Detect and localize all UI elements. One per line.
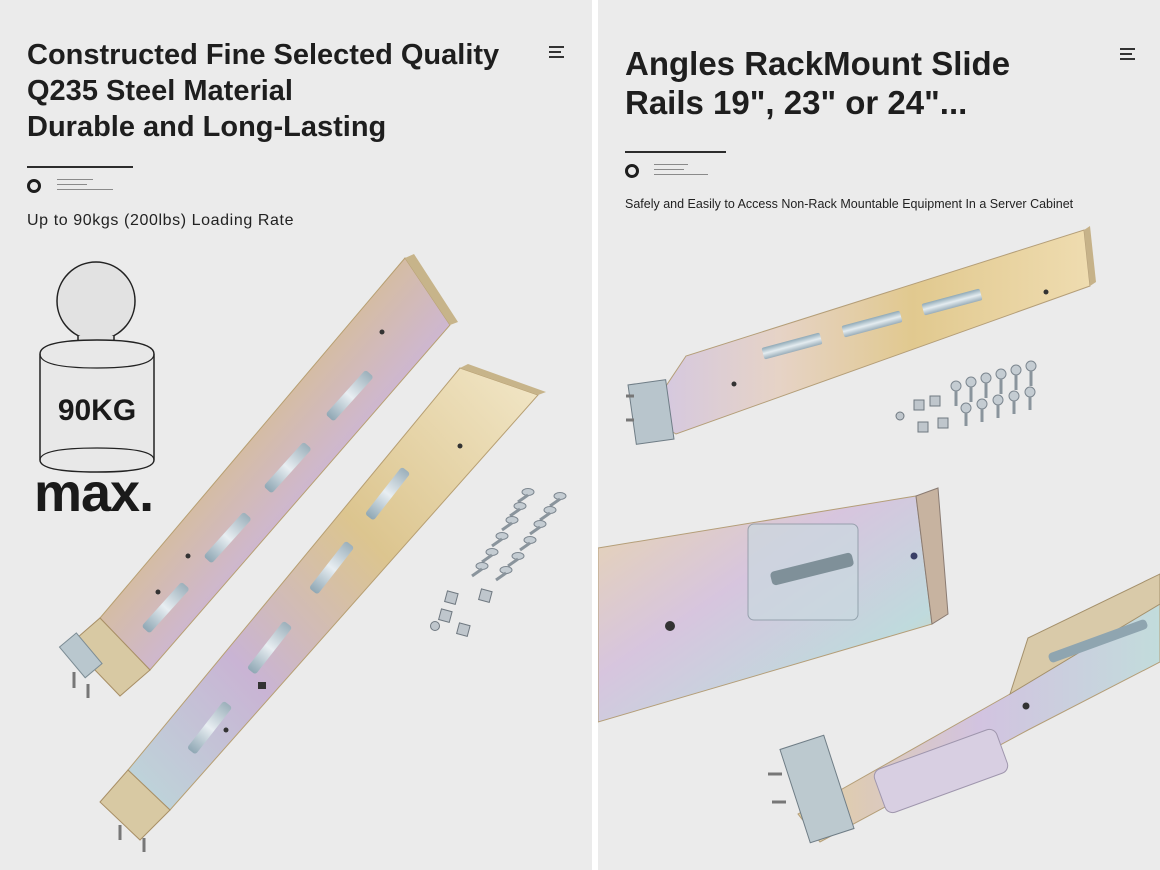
left-panel-title: Constructed Fine Selected Quality Q235 S… — [27, 37, 527, 145]
left-title-line-1: Constructed Fine Selected Quality — [27, 39, 500, 71]
loading-rate-text: Up to 90kgs (200lbs) Loading Rate — [27, 212, 295, 229]
micro-text-lines — [654, 164, 708, 179]
max-label: max. — [34, 463, 154, 523]
ring-bullet-icon — [625, 164, 639, 178]
slide-rail-long — [58, 254, 458, 698]
rail-top-photo — [626, 226, 1160, 456]
slide-rail-short — [99, 364, 546, 852]
screw-icon — [471, 488, 567, 582]
rails-product-photo — [40, 240, 592, 870]
ring-bullet-icon — [27, 179, 41, 193]
cage-nut-icon — [430, 588, 493, 637]
title-divider — [27, 166, 133, 168]
cabinet-access-text: Safely and Easily to Access Non-Rack Mou… — [625, 197, 1074, 211]
cage-nut-icon — [895, 395, 949, 433]
right-panel-title: Angles RackMount Slide Rails 19", 23" or… — [625, 45, 1011, 121]
left-product-panel: Constructed Fine Selected Quality Q235 S… — [0, 0, 592, 870]
title-divider — [625, 151, 726, 153]
right-product-panel: Angles RackMount Slide Rails 19", 23" or… — [598, 0, 1160, 870]
screw-icon — [950, 360, 1037, 426]
weight-icon: 90KG max. — [30, 258, 180, 528]
menu-icon[interactable] — [549, 46, 564, 58]
menu-icon[interactable] — [1120, 48, 1135, 60]
micro-text-lines — [57, 179, 113, 194]
weight-label: 90KG — [57, 394, 137, 427]
left-title-line-3: Durable and Long-Lasting — [27, 111, 387, 143]
left-title-line-2: Q235 Steel Material — [27, 75, 293, 107]
rail-closeup-photo — [598, 484, 1160, 870]
